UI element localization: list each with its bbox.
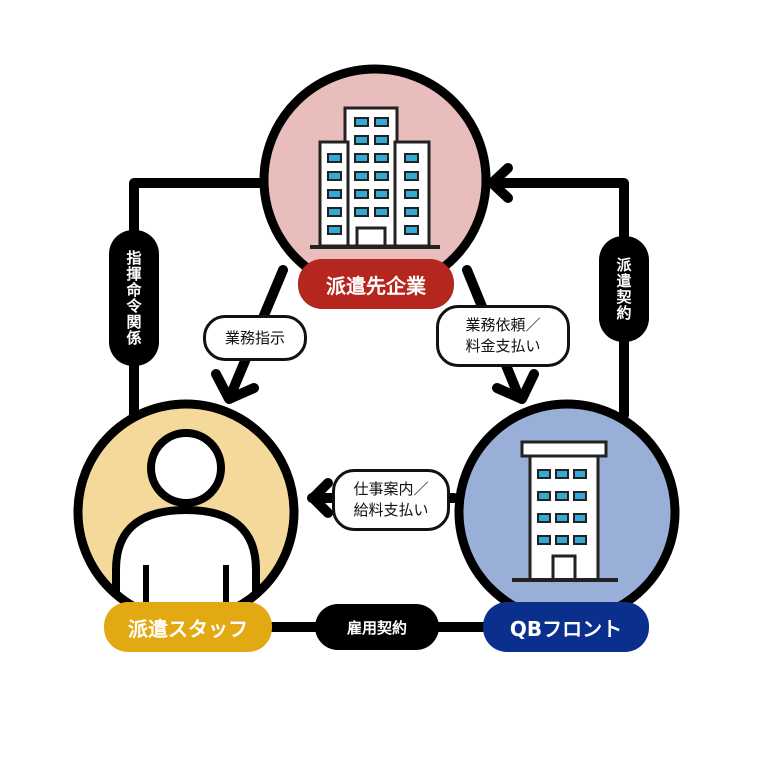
work-instruction-arrowhead bbox=[211, 369, 259, 404]
office-building-icon bbox=[310, 106, 440, 249]
office-tower-icon bbox=[512, 440, 618, 582]
front-label: QBフロント bbox=[483, 602, 649, 652]
front-node bbox=[454, 399, 680, 625]
work-request-arrowhead bbox=[492, 369, 539, 404]
client-label: 派遣先企業 bbox=[298, 259, 454, 309]
work-instruction-label: 業務指示 bbox=[203, 315, 307, 361]
job-info-arrowhead bbox=[308, 478, 333, 518]
dispatch-contract-label: 派遣契約 bbox=[599, 236, 649, 342]
employment-label: 雇用契約 bbox=[315, 604, 439, 650]
arrowheads bbox=[211, 163, 539, 518]
dispatch-arrowhead bbox=[487, 163, 513, 203]
job-info-label: 仕事案内／ 給料支払い bbox=[332, 469, 450, 531]
work-request-label: 業務依頼／ 料金支払い bbox=[436, 305, 570, 367]
command-label: 指揮命令関係 bbox=[109, 230, 159, 366]
client-node bbox=[259, 64, 491, 296]
staff-label: 派遣スタッフ bbox=[104, 602, 272, 652]
